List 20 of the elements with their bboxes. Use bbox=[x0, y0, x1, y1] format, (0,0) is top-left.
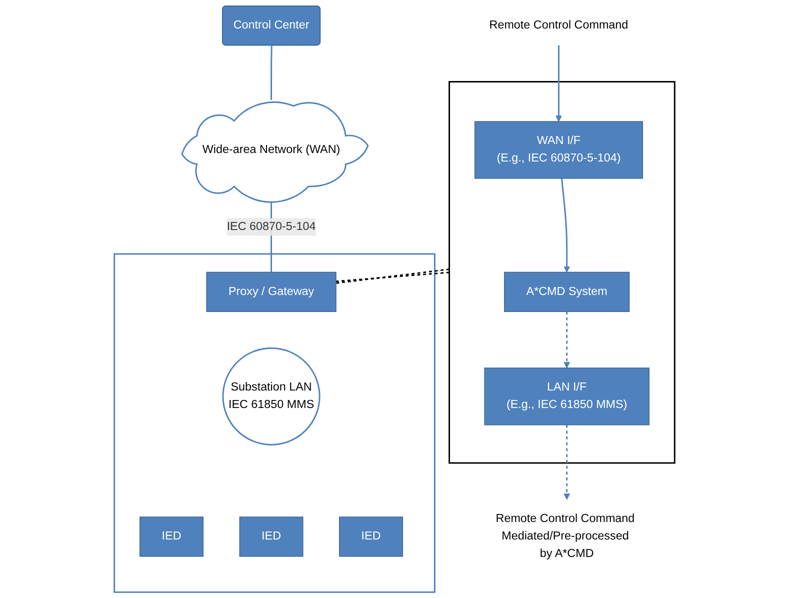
node-box: Proxy / Gateway bbox=[206, 272, 336, 312]
arrow bbox=[564, 424, 570, 500]
node-text: Remote Control Command bbox=[489, 18, 628, 32]
node-circle: Substation LAN IEC 61850 MMS bbox=[222, 347, 320, 446]
arrow bbox=[561, 178, 570, 272]
node-box: IED bbox=[239, 516, 304, 557]
cluster bbox=[448, 81, 676, 464]
connector bbox=[336, 272, 450, 282]
node-box: IED bbox=[339, 516, 404, 557]
node-box: A*CMD System bbox=[504, 272, 630, 312]
arrow bbox=[564, 312, 570, 368]
node-box: IED bbox=[140, 516, 204, 557]
node-text: Remote Control Command Mediated/Pre-processed by A*CMD bbox=[496, 512, 635, 560]
connector bbox=[336, 268, 450, 284]
connector bbox=[270, 46, 272, 100]
arrow bbox=[556, 45, 562, 122]
node-box: LAN I/F (E.g., IEC 61850 MMS) bbox=[484, 368, 650, 426]
node-box: WAN I/F (E.g., IEC 60870-5-104) bbox=[474, 121, 643, 179]
cluster bbox=[114, 253, 436, 593]
edge-label: IEC 60870-5-104 bbox=[226, 220, 316, 233]
